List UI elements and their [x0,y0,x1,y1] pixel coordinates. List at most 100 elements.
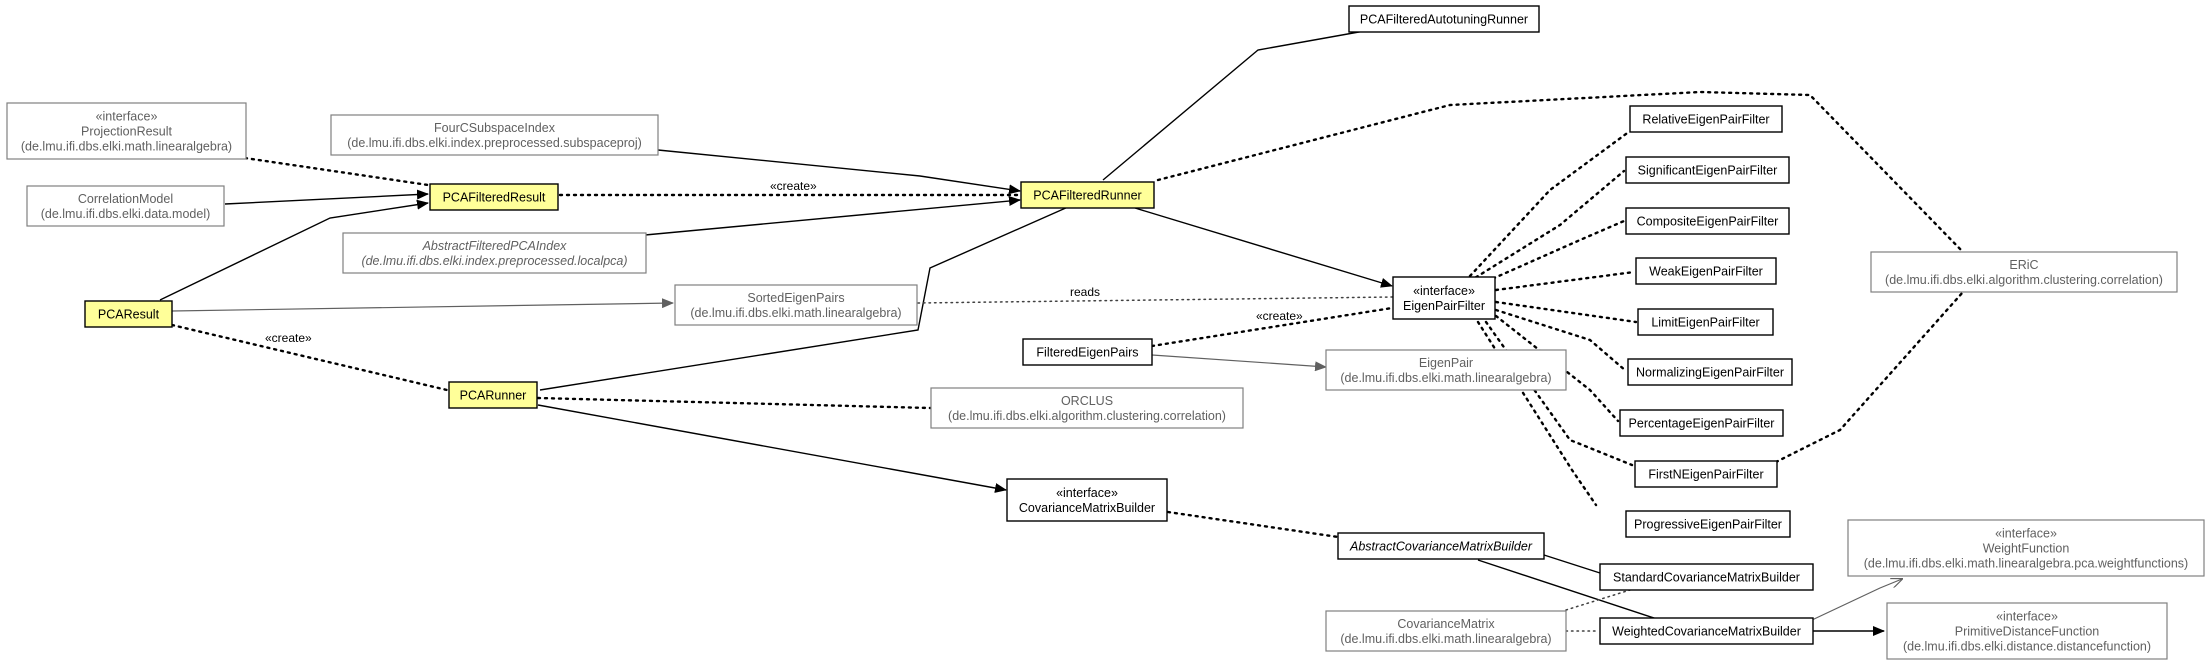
node-foursubspaceindex[interactable]: FourCSubspaceIndex(de.lmu.ifi.dbs.elki.i… [330,114,659,156]
node-pcafilteredrunner[interactable]: PCAFilteredRunner [1020,181,1155,209]
node-relativeeigenpairfilter[interactable]: RelativeEigenPairFilter [1629,105,1783,133]
node-box-pcafilteredrunner [1020,181,1155,209]
node-box-correlationmodel [26,185,225,227]
node-label-standardcovariancematrixbuilder-0: StandardCovarianceMatrixBuilder [1613,571,1800,585]
node-standardcovariancematrixbuilder[interactable]: StandardCovarianceMatrixBuilder [1599,563,1814,591]
node-progressiveeigenpairfilter[interactable]: ProgressiveEigenPairFilter [1625,510,1791,538]
edge-label-reads: reads [1070,285,1100,299]
node-eigenpair[interactable]: EigenPair(de.lmu.ifi.dbs.elki.math.linea… [1325,349,1567,391]
node-label-eric-1: (de.lmu.ifi.dbs.elki.algorithm.clusterin… [1885,273,2163,287]
node-filteredeigenpairs[interactable]: FilteredEigenPairs [1022,338,1153,366]
node-label-weightfunction-0: «interface» [1995,527,2057,541]
node-label-significanteigenpairfilter-0: SignificantEigenPairFilter [1638,164,1778,178]
node-limiteigenpairfilter[interactable]: LimitEigenPairFilter [1637,308,1774,336]
node-box-normalizingeigenpairfilter [1627,358,1793,386]
node-label-covariancematrixbuilder-0: «interface» [1056,486,1118,500]
node-pcaresult[interactable]: PCAResult [84,300,173,328]
edge-pcarunner-covariancematrixbuilder [537,404,1007,493]
node-label-eric-0: ERiC [2009,258,2038,272]
edge-sortedeigenpairs-eigenpairfilter-reads [917,296,1393,304]
node-weightedcovariancematrixbuilder[interactable]: WeightedCovarianceMatrixBuilder [1599,617,1814,645]
node-label-sortedeigenpairs-1: (de.lmu.ifi.dbs.elki.math.linearalgebra) [690,306,901,320]
node-label-relativeeigenpairfilter-0: RelativeEigenPairFilter [1642,113,1769,127]
node-label-pcarunner-0: PCARunner [460,389,527,403]
edge-epf-percentage [1494,314,1620,423]
node-percentageeigenpairfilter[interactable]: PercentageEigenPairFilter [1619,409,1784,437]
node-label-pcafilteredrunner-0: PCAFilteredRunner [1033,189,1141,203]
nodes: PCAFilteredAutotuningRunner«interface»Pr… [6,5,2205,660]
node-box-filteredeigenpairs [1022,338,1153,366]
node-box-firstneigenpairfilter [1634,460,1778,488]
node-weakeigenpairfilter[interactable]: WeakEigenPairFilter [1635,257,1777,285]
node-pcafilteredautotuningrunner[interactable]: PCAFilteredAutotuningRunner [1348,5,1540,33]
node-label-projectionresult-1: ProjectionResult [81,125,173,139]
node-eric[interactable]: ERiC(de.lmu.ifi.dbs.elki.algorithm.clust… [1870,251,2178,293]
edge-cmb-abstractcmb [1166,510,1340,539]
edge-weightedcmb-weightfunction [1811,579,1902,621]
node-box-eric [1870,251,2178,293]
node-label-progressiveeigenpairfilter-0: ProgressiveEigenPairFilter [1634,518,1782,532]
node-projectionresult[interactable]: «interface»ProjectionResult(de.lmu.ifi.d… [6,102,247,160]
node-label-weightedcovariancematrixbuilder-0: WeightedCovarianceMatrixBuilder [1612,625,1801,639]
node-box-pcafilteredresult [429,183,559,211]
node-abstractfilteredpcaindex[interactable]: AbstractFilteredPCAIndex(de.lmu.ifi.dbs.… [342,232,647,274]
node-box-projectionresult [6,102,247,160]
edge-covariancematrix-standardcmb [1565,589,1631,611]
node-label-normalizingeigenpairfilter-0: NormalizingEigenPairFilter [1636,366,1784,380]
edge-epf-significant [1468,169,1626,283]
node-label-correlationmodel-0: CorrelationModel [78,192,173,206]
node-weightfunction[interactable]: «interface»WeightFunction(de.lmu.ifi.dbs… [1847,519,2205,577]
node-significanteigenpairfilter[interactable]: SignificantEigenPairFilter [1625,156,1790,184]
node-box-percentageeigenpairfilter [1619,409,1784,437]
node-box-sortedeigenpairs [674,284,918,326]
edge-label-create-result: «create» [770,179,817,193]
edge-correlationmodel-filteredresult [224,189,429,205]
edge-epf-relative [1468,129,1632,278]
node-label-weightfunction-2: (de.lmu.ifi.dbs.elki.math.linearalgebra.… [1864,557,2188,571]
edge-projectionresult-filteredresult [243,156,430,187]
edge-runner-eric [1156,90,1965,254]
edge-pcaresult-sortedeigenpairs [171,298,674,312]
node-label-covariancematrix-0: CovarianceMatrix [1397,617,1495,631]
node-pcafilteredresult[interactable]: PCAFilteredResult [429,183,559,211]
node-box-significanteigenpairfilter [1625,156,1790,184]
node-pcarunner[interactable]: PCARunner [448,381,538,409]
edge-epf-composite [1472,219,1626,289]
node-label-limiteigenpairfilter-0: LimitEigenPairFilter [1651,316,1759,330]
node-firstneigenpairfilter[interactable]: FirstNEigenPairFilter [1634,460,1778,488]
node-box-progressiveeigenpairfilter [1625,510,1791,538]
node-compositeeigenpairfilter[interactable]: CompositeEigenPairFilter [1625,207,1790,235]
node-sortedeigenpairs[interactable]: SortedEigenPairs(de.lmu.ifi.dbs.elki.mat… [674,284,918,326]
edge-pcaresult-filteredresult [159,199,429,301]
node-abstractcovariancematrixbuilder[interactable]: AbstractCovarianceMatrixBuilder [1337,532,1545,560]
node-orclus[interactable]: ORCLUS(de.lmu.ifi.dbs.elki.algorithm.clu… [930,387,1244,429]
node-covariancematrix[interactable]: CovarianceMatrix(de.lmu.ifi.dbs.elki.mat… [1325,610,1567,652]
edge-abstractfilteredpca-runner [644,196,1021,236]
node-label-compositeeigenpairfilter-0: CompositeEigenPairFilter [1637,215,1779,229]
node-label-eigenpairfilter-0: «interface» [1413,284,1475,298]
node-box-eigenpairfilter [1392,276,1496,320]
node-label-primitivedistancefunction-0: «interface» [1996,610,2058,624]
edge-epf-normalizing [1494,308,1628,373]
node-covariancematrixbuilder[interactable]: «interface»CovarianceMatrixBuilder [1006,478,1168,522]
edge-abstractcmb-standardcmb [1543,554,1601,574]
node-correlationmodel[interactable]: CorrelationModel(de.lmu.ifi.dbs.elki.dat… [26,185,225,227]
edge-firstn-eric [1774,290,1965,464]
edge-pcarunner-filteredrunner [539,206,1069,391]
node-box-weakeigenpairfilter [1635,257,1777,285]
node-primitivedistancefunction[interactable]: «interface»PrimitiveDistanceFunction(de.… [1886,602,2168,660]
node-label-abstractcovariancematrixbuilder-0: AbstractCovarianceMatrixBuilder [1349,540,1533,554]
node-label-filteredeigenpairs-0: FilteredEigenPairs [1036,346,1138,360]
node-label-covariancematrix-1: (de.lmu.ifi.dbs.elki.math.linearalgebra) [1340,632,1551,646]
node-eigenpairfilter[interactable]: «interface»EigenPairFilter [1392,276,1496,320]
node-label-eigenpair-1: (de.lmu.ifi.dbs.elki.math.linearalgebra) [1340,371,1551,385]
node-label-primitivedistancefunction-1: PrimitiveDistanceFunction [1955,625,2100,639]
node-label-eigenpair-0: EigenPair [1419,356,1473,370]
node-normalizingeigenpairfilter[interactable]: NormalizingEigenPairFilter [1627,358,1793,386]
node-box-standardcovariancematrixbuilder [1599,563,1814,591]
node-box-orclus [930,387,1244,429]
edge-pcarunner-orclus [536,396,932,410]
node-label-weakeigenpairfilter-0: WeakEigenPairFilter [1649,265,1763,279]
node-box-pcarunner [448,381,538,409]
